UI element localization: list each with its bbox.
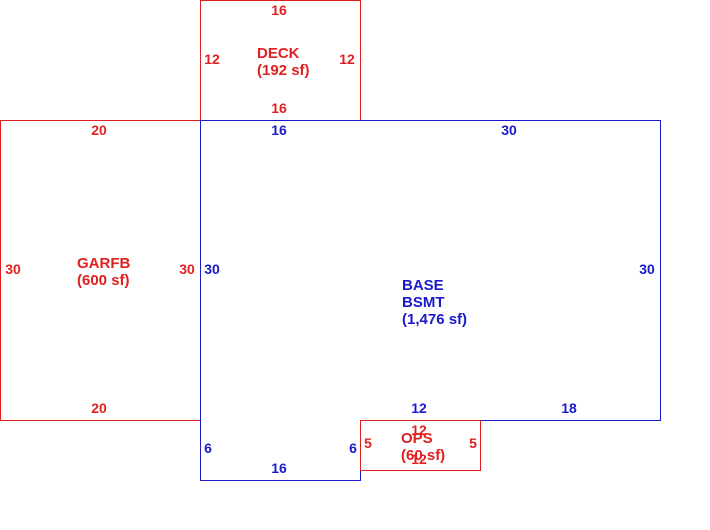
- garfb-dim-left: 30: [5, 261, 21, 277]
- garfb-dim-top: 20: [91, 122, 107, 138]
- garfb-area: (600 sf): [77, 272, 130, 289]
- base-dim-top-left: 16: [271, 122, 287, 138]
- base-name-line2: BSMT: [402, 294, 445, 311]
- deck-name: DECK: [257, 45, 300, 62]
- deck-dim-top: 16: [271, 2, 287, 18]
- ops-dim-right: 5: [469, 435, 477, 451]
- deck-dim-right: 12: [339, 51, 355, 67]
- ops-area: (60 sf): [401, 447, 445, 464]
- base-dim-notch-right: 6: [349, 440, 357, 456]
- garfb-name: GARFB: [77, 255, 130, 272]
- base-dim-notch-left: 6: [204, 440, 212, 456]
- base-name-line1: BASE: [402, 277, 444, 294]
- base-dim-bottom-right: 18: [561, 400, 577, 416]
- ops-outline: [360, 420, 481, 471]
- garfb-dim-bottom: 20: [91, 400, 107, 416]
- deck-area: (192 sf): [257, 62, 310, 79]
- base-dim-left: 30: [204, 261, 220, 277]
- deck-dim-bottom: 16: [271, 100, 287, 116]
- base-dim-right: 30: [639, 261, 655, 277]
- base-dim-notch-top: 12: [411, 400, 427, 416]
- deck-dim-left: 12: [204, 51, 220, 67]
- ops-dim-left: 5: [364, 435, 372, 451]
- garfb-dim-right: 30: [179, 261, 195, 277]
- ops-name: OPS: [401, 430, 433, 447]
- ops-dim-top: 12: [411, 422, 427, 438]
- ops-dim-bottom: 12: [411, 451, 427, 467]
- base-dim-bottom: 16: [271, 460, 287, 476]
- base-area: (1,476 sf): [402, 311, 467, 328]
- base-dim-top-right: 30: [501, 122, 517, 138]
